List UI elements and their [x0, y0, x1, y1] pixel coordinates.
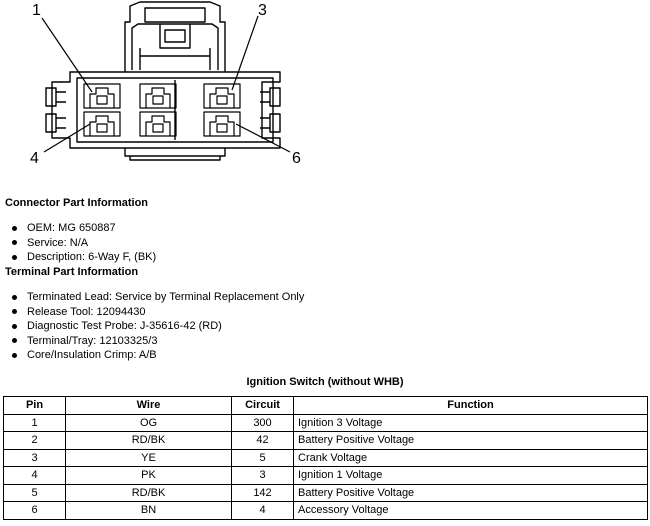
cell-circuit: 42 [231, 431, 294, 450]
terminal-info-item: Terminal/Tray: 12103325/3 [10, 334, 304, 349]
terminal-info-item: Terminated Lead: Service by Terminal Rep… [10, 290, 304, 305]
connector-diagram: 1 3 4 6 [30, 1, 301, 167]
pin-callout-4: 4 [30, 150, 39, 167]
table-row: 6 BN 4 Accessory Voltage [3, 501, 648, 520]
cell-wire: OG [65, 413, 232, 432]
terminal-info-item: Release Tool: 12094430 [10, 305, 304, 320]
cell-pin: 6 [3, 501, 66, 520]
table-header-row: Pin Wire Circuit Function [3, 396, 648, 415]
pin-callout-6: 6 [292, 150, 301, 167]
cell-wire: YE [65, 448, 232, 467]
cell-pin: 3 [3, 448, 66, 467]
cell-pin: 2 [3, 431, 66, 450]
table-row: 3 YE 5 Crank Voltage [3, 448, 648, 467]
table-title: Ignition Switch (without WHB) [246, 376, 404, 388]
table-row: 1 OG 300 Ignition 3 Voltage [3, 413, 648, 432]
cell-function: Battery Positive Voltage [293, 431, 648, 450]
cell-function: Ignition 3 Voltage [293, 413, 648, 432]
cell-circuit: 3 [231, 466, 294, 485]
header-wire: Wire [65, 396, 232, 415]
table-row: 2 RD/BK 42 Battery Positive Voltage [3, 431, 648, 450]
cell-pin: 1 [3, 413, 66, 432]
cell-function: Crank Voltage [293, 448, 648, 467]
cell-circuit: 4 [231, 501, 294, 520]
cell-wire: RD/BK [65, 483, 232, 502]
connector-info-heading: Connector Part Information [5, 197, 149, 209]
terminal-info-item: Core/Insulation Crimp: A/B [10, 348, 304, 363]
terminal-info-item: Diagnostic Test Probe: J-35616-42 (RD) [10, 319, 304, 334]
cell-circuit: 5 [231, 448, 294, 467]
cell-circuit: 142 [231, 483, 294, 502]
connector-info-item: Service: N/A [10, 236, 156, 251]
table-row: 4 PK 3 Ignition 1 Voltage [3, 466, 648, 485]
cell-pin: 5 [3, 483, 66, 502]
cell-wire: BN [65, 501, 232, 520]
cell-circuit: 300 [231, 413, 294, 432]
cell-function: Battery Positive Voltage [293, 483, 648, 502]
connector-info-item: Description: 6-Way F, (BK) [10, 250, 156, 265]
header-pin: Pin [3, 396, 66, 415]
connector-info-list: OEM: MG 650887 Service: N/A Description:… [10, 221, 156, 265]
header-function: Function [293, 396, 648, 415]
terminal-info-heading: Terminal Part Information [5, 266, 139, 278]
pin-callout-3: 3 [258, 2, 267, 19]
table-row: 5 RD/BK 142 Battery Positive Voltage [3, 483, 648, 502]
cell-wire: RD/BK [65, 431, 232, 450]
cell-pin: 4 [3, 466, 66, 485]
pin-callout-1: 1 [32, 2, 41, 19]
cell-function: Accessory Voltage [293, 501, 648, 520]
cell-function: Ignition 1 Voltage [293, 466, 648, 485]
cell-wire: PK [65, 466, 232, 485]
header-circuit: Circuit [231, 396, 294, 415]
terminal-info-list: Terminated Lead: Service by Terminal Rep… [10, 290, 304, 363]
pinout-table: Pin Wire Circuit Function 1 OG 300 Ignit… [3, 396, 648, 520]
connector-info-item: OEM: MG 650887 [10, 221, 156, 236]
